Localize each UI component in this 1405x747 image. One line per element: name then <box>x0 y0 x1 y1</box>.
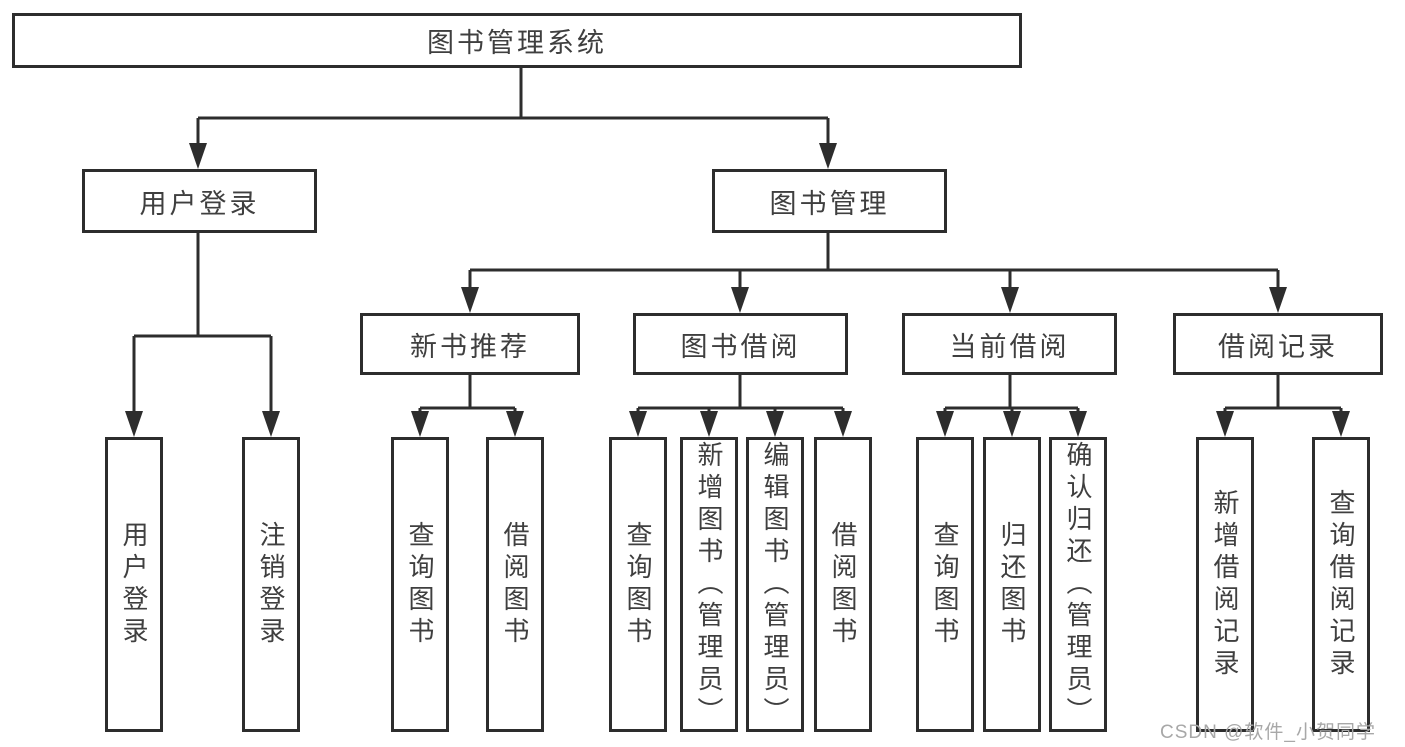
node-current-borrow-label: 当前借阅 <box>949 331 1070 362</box>
leaf-recommend-borrow-book: 借阅图书 <box>486 437 544 732</box>
leaf-borrow-borrow-book-label: 借阅图书 <box>828 520 858 649</box>
leaf-recommend-borrow-book-label: 借阅图书 <box>500 520 530 649</box>
leaf-borrow-query-book-label: 查询图书 <box>623 520 653 649</box>
node-borrow-records-label: 借阅记录 <box>1218 331 1338 362</box>
node-new-book-recommend: 新书推荐 <box>360 313 580 375</box>
node-user-login-label: 用户登录 <box>139 188 260 219</box>
leaf-current-query-book: 查询图书 <box>916 437 974 732</box>
leaf-borrow-borrow-book: 借阅图书 <box>814 437 872 732</box>
node-borrow-records: 借阅记录 <box>1173 313 1383 375</box>
node-current-borrow: 当前借阅 <box>902 313 1117 375</box>
leaf-user-login-label: 用户登录 <box>119 520 149 649</box>
leaf-user-login: 用户登录 <box>105 437 163 732</box>
node-new-book-recommend-label: 新书推荐 <box>410 331 530 362</box>
leaf-query-borrow-record-label: 查询借阅记录 <box>1326 488 1356 681</box>
leaf-add-book-admin: 新增图书（管理员） <box>680 437 738 732</box>
leaf-logout-label: 注销登录 <box>256 520 286 649</box>
leaf-add-book-admin-label: 新增图书（管理员） <box>694 440 724 729</box>
connector-paths <box>132 68 1343 418</box>
leaf-recommend-query-book: 查询图书 <box>391 437 449 732</box>
leaf-edit-book-admin: 编辑图书（管理员） <box>746 437 804 732</box>
node-book-borrow: 图书借阅 <box>633 313 848 375</box>
csdn-watermark: CSDN @软件_小贺同学 <box>1160 722 1376 743</box>
leaf-query-borrow-record: 查询借阅记录 <box>1312 437 1370 732</box>
leaf-borrow-query-book: 查询图书 <box>609 437 667 732</box>
leaf-add-borrow-record-label: 新增借阅记录 <box>1210 488 1240 681</box>
node-book-management: 图书管理 <box>712 169 947 233</box>
leaf-logout: 注销登录 <box>242 437 300 732</box>
leaf-return-book-label: 归还图书 <box>997 520 1027 649</box>
leaf-recommend-query-book-label: 查询图书 <box>405 520 435 649</box>
leaf-add-borrow-record: 新增借阅记录 <box>1196 437 1254 732</box>
leaf-current-query-book-label: 查询图书 <box>930 520 960 649</box>
leaf-edit-book-admin-label: 编辑图书（管理员） <box>760 440 790 729</box>
node-root-label: 图书管理系统 <box>427 28 607 58</box>
leaf-return-book: 归还图书 <box>983 437 1041 732</box>
leaf-confirm-return-admin: 确认归还（管理员） <box>1049 437 1107 732</box>
node-book-management-label: 图书管理 <box>769 188 890 219</box>
node-root: 图书管理系统 <box>12 13 1022 68</box>
node-user-login: 用户登录 <box>82 169 317 233</box>
leaf-confirm-return-admin-label: 确认归还（管理员） <box>1063 440 1093 729</box>
arrowheads <box>125 143 1350 437</box>
node-book-borrow-label: 图书借阅 <box>680 331 801 362</box>
